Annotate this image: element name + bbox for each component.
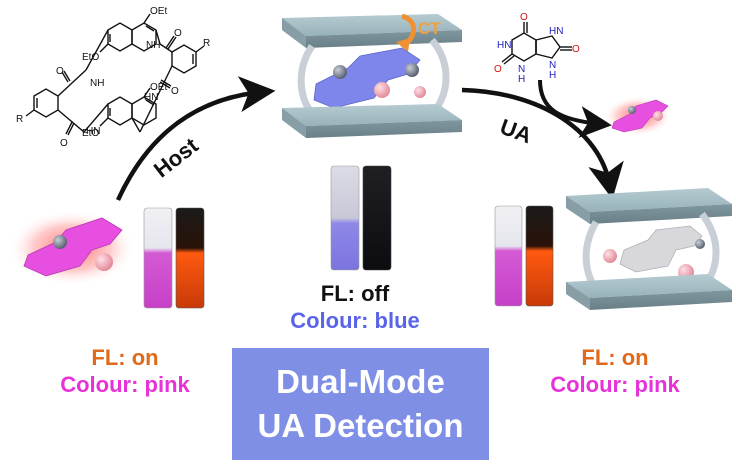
- atom-label: O: [56, 66, 64, 77]
- atom-label: OEt: [150, 6, 167, 17]
- ua-label: UA: [497, 114, 536, 148]
- vials-left: [143, 207, 205, 309]
- host-guest-complex: [282, 14, 462, 138]
- release-arrow: [538, 79, 612, 138]
- host-structure-labels: OEt EtO OEt EtO R R O O O O NH HN NH HN: [16, 6, 210, 149]
- colour-status-left: Colour: pink: [60, 372, 190, 397]
- host-macrocycle-structure: [25, 13, 205, 136]
- fl-status-right: FL: on: [581, 345, 649, 370]
- atom-label: H: [518, 74, 525, 85]
- fl-status-middle: FL: off: [320, 281, 390, 306]
- atom-label: O: [494, 64, 502, 75]
- colour-status-right: Colour: pink: [550, 372, 680, 397]
- host-arrow: [115, 76, 276, 201]
- ct-arrow-head: [396, 38, 410, 52]
- atom-label: HN: [497, 40, 511, 51]
- atom-label: R: [203, 38, 210, 49]
- atom-label: HN: [549, 26, 563, 37]
- panel-line-2: UA Detection: [257, 407, 464, 444]
- ua-arrow: [461, 87, 624, 200]
- atom-label: NH: [90, 78, 104, 89]
- host-ua-complex: [566, 188, 732, 310]
- atom-label: NH: [146, 40, 160, 51]
- colour-status-middle: Colour: blue: [290, 308, 420, 333]
- atom-label: O: [572, 44, 580, 55]
- atom-label: O: [520, 12, 528, 23]
- atom-label: EtO: [82, 128, 99, 139]
- atom-label: R: [16, 114, 23, 125]
- fl-status-left: FL: on: [91, 345, 159, 370]
- ct-label: CT: [418, 19, 441, 38]
- vials-right: [494, 205, 554, 307]
- guest-pink-released: [604, 96, 672, 136]
- atom-label: O: [60, 138, 68, 149]
- dual-mode-detection-panel: Dual-Mode UA Detection: [232, 348, 489, 460]
- atom-label: N: [518, 64, 525, 75]
- atom-label: H: [549, 70, 556, 81]
- uric-acid-labels: O O O HN N H HN N H: [494, 12, 580, 85]
- vials-middle: [330, 165, 392, 271]
- atom-label: HN: [86, 126, 100, 137]
- guest-pink-free: [8, 210, 136, 286]
- panel-line-1: Dual-Mode: [276, 363, 445, 400]
- atom-label: EtO: [82, 52, 99, 63]
- atom-label: O: [171, 86, 179, 97]
- atom-label: HN: [144, 92, 158, 103]
- uric-acid-structure: [501, 22, 572, 65]
- atom-label: OEt: [150, 82, 167, 93]
- atom-label: O: [174, 28, 182, 39]
- atom-label: N: [549, 60, 556, 71]
